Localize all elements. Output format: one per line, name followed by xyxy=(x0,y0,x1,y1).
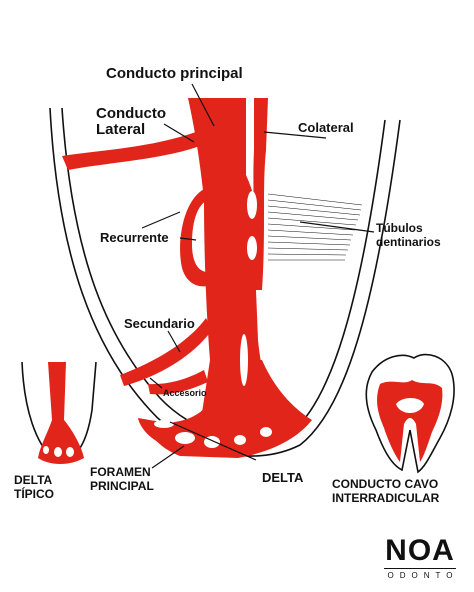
delta-tipico-illustration xyxy=(21,361,97,464)
label-foramen-1: FORAMEN xyxy=(90,465,151,479)
label-delta-tipico-2: TÍPICO xyxy=(14,486,54,501)
recurrente-canal xyxy=(180,188,208,287)
brand-subtitle: ODONTO xyxy=(387,571,459,580)
label-conducto-principal: Conducto principal xyxy=(106,65,243,82)
labels: Conducto principal Conducto Lateral Cola… xyxy=(14,65,441,505)
brand-logo: NOA ODONTO xyxy=(380,536,460,580)
accesorio-canal xyxy=(148,370,208,395)
label-cavo-1: CONDUCTO CAVO xyxy=(332,477,438,491)
label-cavo-2: INTERRADICULAR xyxy=(332,491,440,505)
label-recurrente: Recurrente xyxy=(100,230,169,245)
label-colateral: Colateral xyxy=(298,120,354,135)
canal-system xyxy=(62,98,312,458)
brand-divider xyxy=(384,568,456,569)
secundario-canal xyxy=(120,318,212,386)
tooth-illustration xyxy=(365,353,455,474)
lateral-canal xyxy=(62,132,200,170)
label-delta-tipico-1: DELTA xyxy=(14,473,53,487)
label-tubulos-2: dentinarios xyxy=(376,235,441,249)
label-conducto-lateral-2: Lateral xyxy=(96,121,145,138)
label-foramen-2: PRINCIPAL xyxy=(90,479,154,493)
label-secundario: Secundario xyxy=(124,316,195,331)
brand-name: NOA xyxy=(385,534,455,567)
leader-lines xyxy=(141,83,375,469)
label-tubulos-1: Túbulos xyxy=(376,221,423,235)
label-conducto-lateral-1: Conducto xyxy=(96,105,166,122)
tubulos-lines xyxy=(267,193,363,261)
label-delta: DELTA xyxy=(262,470,304,485)
label-accesorio: Accesorio xyxy=(163,388,207,398)
